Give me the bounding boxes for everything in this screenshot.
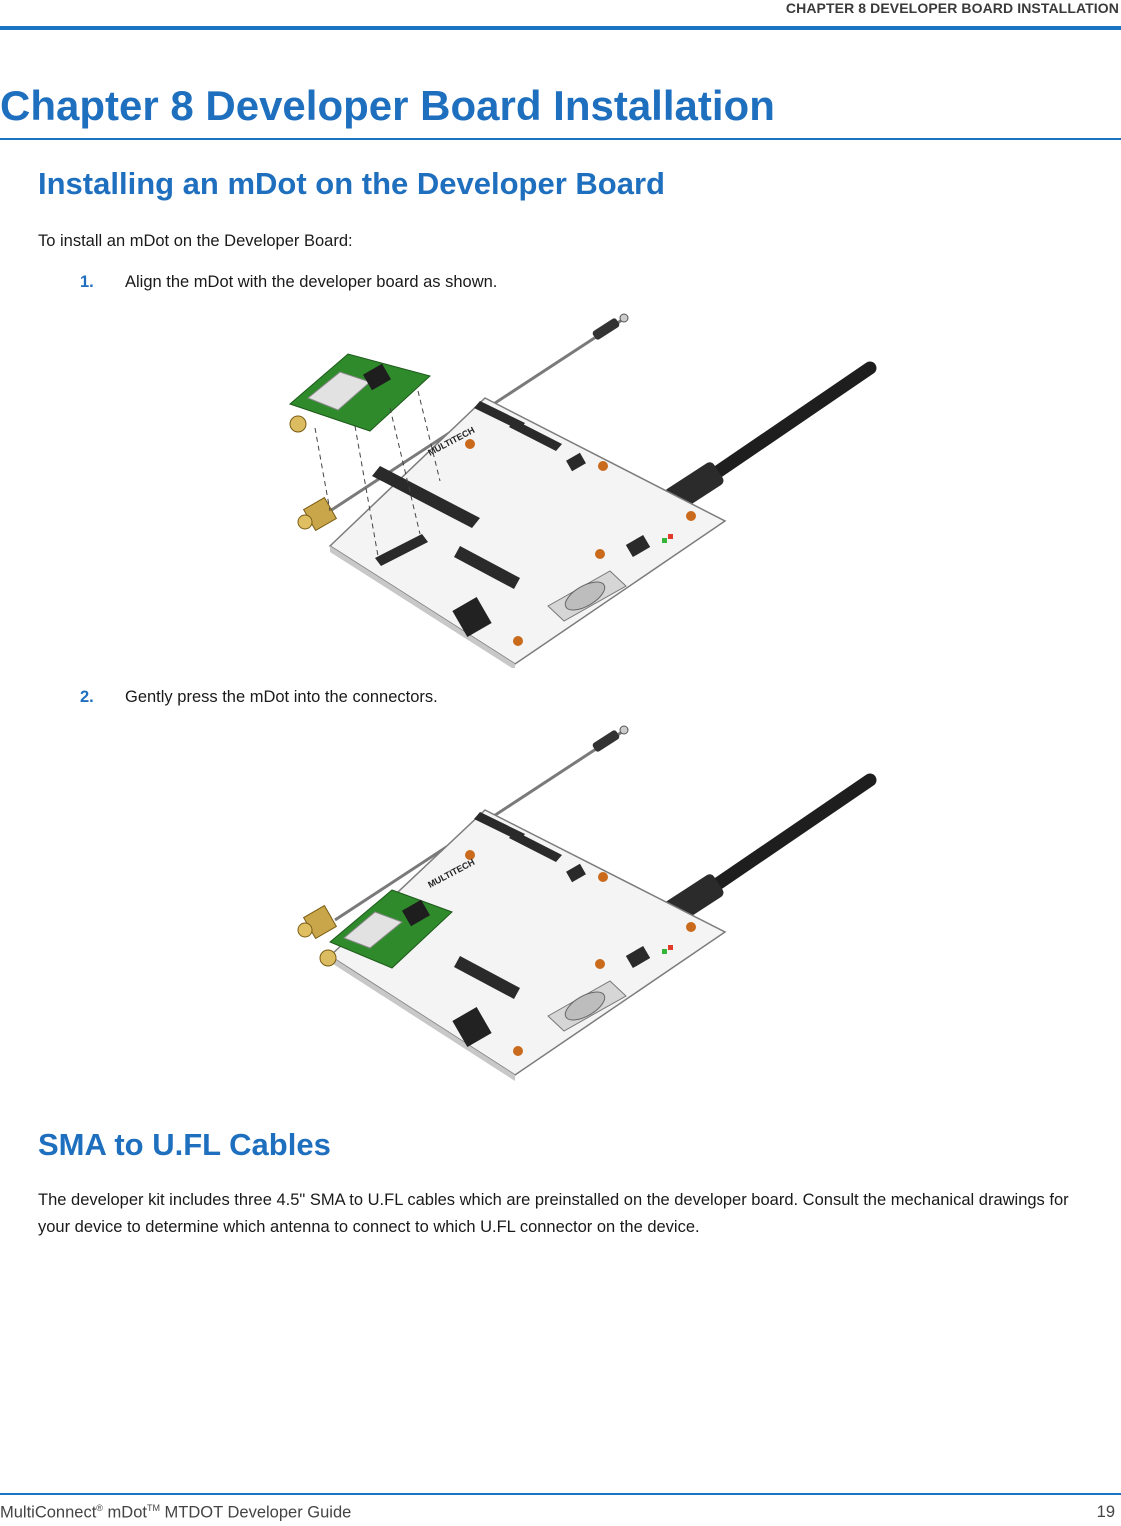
led-green [662,538,667,543]
sma-thread-board [297,922,313,938]
db9-shell [564,581,606,611]
header-left [375,534,428,566]
step-number: 2. [80,688,94,706]
header-top-2 [509,420,562,451]
mount-hole-4 [513,636,523,646]
align-line-3 [389,407,421,535]
pigtail-end [592,730,620,752]
header-top-2 [509,831,562,862]
db9-shell [564,991,606,1021]
pigtail-end [592,318,620,340]
footer-reg-mark: ® [96,1503,103,1513]
footer-product: MultiConnect [0,1503,97,1522]
usb-cable [693,361,877,491]
sma-description: The developer kit includes three 4.5" SM… [38,1191,1069,1236]
chip-1 [566,452,586,472]
sma-connector-mdot [319,949,337,967]
mount-hole-1 [465,850,475,860]
footer-tm-mark: TM [146,1503,160,1513]
mdot-chip [362,363,392,391]
led-red [668,534,673,539]
led-green [662,949,667,954]
page-number: 19 [1096,1503,1115,1521]
mount-hole-5 [595,549,605,559]
board-edge [330,956,515,1081]
align-line-2 [354,425,379,557]
mount-hole-1 [465,439,475,449]
section-heading-sma: SMA to U.FL Cables [38,1127,331,1162]
sma-connector-mdot [289,415,307,433]
pigtail-tip [619,725,629,735]
chip-2 [625,945,651,969]
align-line-4 [417,390,441,482]
chip-1 [566,863,586,883]
mdot-shield-can [343,911,403,949]
usb-cable [693,773,877,903]
power-jack [452,597,492,637]
step-text: Align the mDot with the developer board … [125,273,498,291]
step-text: Gently press the mDot into the connector… [125,688,438,706]
figure-mdot-installed: MULTITECH [297,725,877,1081]
developer-board [328,397,727,665]
board-edge [330,546,515,668]
header-rule [0,26,1121,30]
footer-guide-title: MultiConnect® mDotTM MTDOT Developer Gui… [0,1503,351,1523]
mount-hole-2 [598,872,608,882]
sma-thread-board [297,514,313,530]
footer-model: mDot [107,1503,147,1522]
mount-hole-5 [595,959,605,969]
header-lower [454,546,520,589]
pigtail-tip [619,313,629,323]
header-top-1 [474,812,525,841]
chapter-rule [0,138,1121,140]
chapter-title: Chapter 8 Developer Board Installation [0,82,775,129]
mdot-chip [401,899,431,927]
chip-2 [625,534,651,558]
power-jack [452,1007,492,1047]
mount-hole-2 [598,461,608,471]
footer-guide: MTDOT Developer Guide [164,1503,352,1522]
header-mid [372,466,480,528]
header-lower [454,956,520,999]
mdot-module [289,353,432,432]
mount-hole-4 [513,1046,523,1056]
running-header: CHAPTER 8 DEVELOPER BOARD INSTALLATION [785,0,1119,16]
section-heading-install: Installing an mDot on the Developer Boar… [38,166,665,201]
step-number: 1. [80,273,94,291]
install-intro: To install an mDot on the Developer Boar… [38,232,353,250]
figure-mdot-aligned: MULTITECH [289,313,877,668]
led-red [668,945,673,950]
mount-hole-3 [686,511,696,521]
header-top-1 [474,401,525,430]
mount-hole-3 [686,922,696,932]
footer-rule [0,1493,1121,1495]
